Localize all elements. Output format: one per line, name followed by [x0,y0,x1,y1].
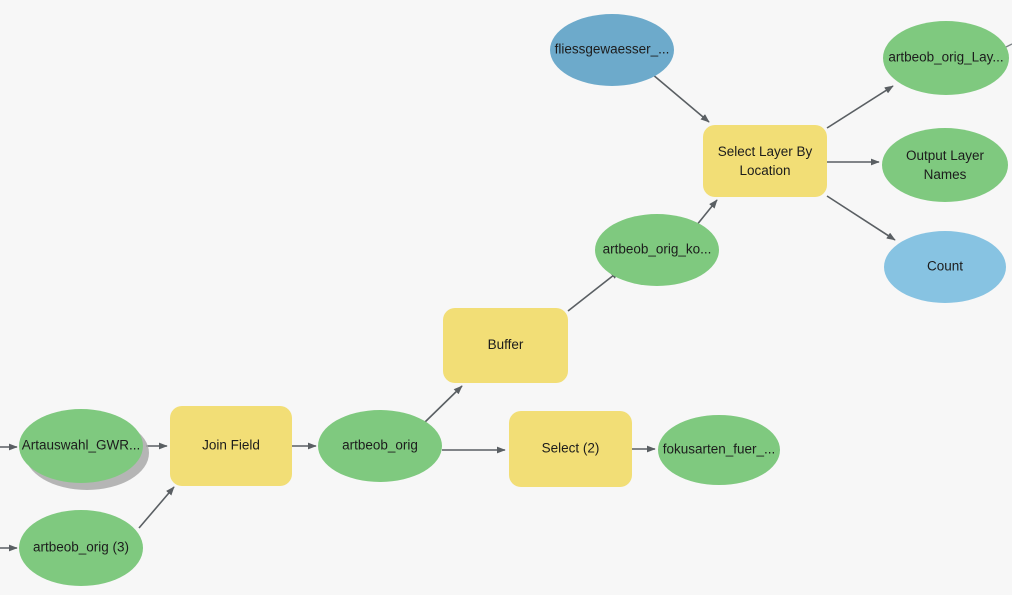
node-body-artbeob-orig[interactable] [318,410,442,482]
node-body-select-layer-by-location[interactable] [703,125,827,197]
node-artbeob-orig-3[interactable]: artbeob_orig (3) [19,510,143,586]
connector-e-sel-lay[interactable] [826,85,894,129]
node-count[interactable]: Count [884,231,1006,303]
node-body-fokusarten-fuer[interactable] [658,415,780,485]
node-body-count[interactable] [884,231,1006,303]
node-join-field[interactable]: Join Field [170,406,292,486]
node-artbeob-orig-lay[interactable]: artbeob_orig_Lay... [883,21,1009,95]
connector-e-artbeob-buffer[interactable] [423,385,463,424]
node-fokusarten-fuer[interactable]: fokusarten_fuer_... [658,415,780,485]
node-artbeob-orig-ko[interactable]: artbeob_orig_ko... [595,214,719,286]
connector-e-artbeob3-join[interactable] [138,486,175,529]
node-body-artbeob-orig-lay[interactable] [883,21,1009,95]
node-artbeob-orig[interactable]: artbeob_orig [318,410,442,482]
node-body-buffer[interactable] [443,308,568,383]
node-fliessgewaesser[interactable]: fliessgewaesser_... [550,14,674,86]
connector-e-fliess-sel[interactable] [651,73,710,123]
node-body-select-2[interactable] [509,411,632,487]
node-body-artbeob-orig-ko[interactable] [595,214,719,286]
node-body-artbeob-orig-3[interactable] [19,510,143,586]
diagram-nodes-group: fliessgewaesser_... artbeob_orig_Lay... Se… [19,14,1009,586]
node-body-fliessgewaesser[interactable] [550,14,674,86]
node-body-artauswahl-gwr[interactable] [19,409,143,483]
connector-edges-group [0,43,1012,552]
node-body-output-layer-names[interactable] [882,128,1008,202]
node-select-2[interactable]: Select (2) [509,411,632,487]
connector-e-sel-count[interactable] [826,195,896,241]
connector-e-buffer-artbeobko[interactable] [567,270,620,312]
node-artauswahl-gwr[interactable]: Artauswahl_GWR... [19,409,149,490]
node-body-join-field[interactable] [170,406,292,486]
connector-e-artbeobko-sel[interactable] [695,199,718,227]
node-buffer[interactable]: Buffer [443,308,568,383]
